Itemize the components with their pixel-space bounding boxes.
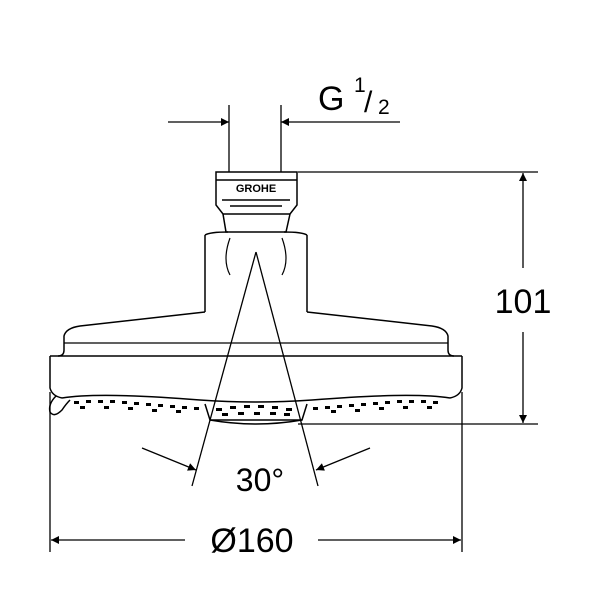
thread-label-main: G	[318, 80, 344, 118]
thread-label-numerator: 1	[354, 74, 366, 97]
spray-nozzles	[74, 400, 438, 416]
thread-dimension: G 1 / 2	[168, 74, 400, 172]
thread-label-denominator: 2	[378, 96, 390, 119]
diameter-dimension: Ø160	[49, 392, 463, 560]
spray-angle-label: 30°	[236, 462, 284, 498]
height-dimension: 101	[298, 171, 552, 425]
brand-logo-text: GROHE	[236, 183, 276, 195]
diameter-label: Ø160	[210, 522, 293, 560]
shower-head-body	[48, 171, 463, 425]
height-label: 101	[495, 283, 552, 321]
spray-angle-dimension: 30°	[141, 251, 371, 498]
brand-logo: GROHE	[236, 183, 276, 195]
thread-label-slash: /	[364, 86, 373, 119]
